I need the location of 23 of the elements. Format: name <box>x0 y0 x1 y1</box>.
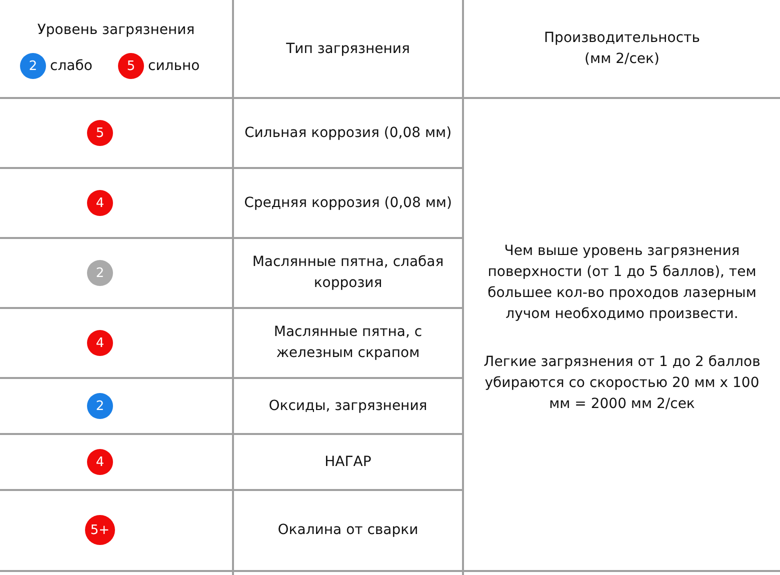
level-badge: 4 <box>87 190 113 216</box>
legend-label: слабо <box>50 57 92 76</box>
legend-label: сильно <box>148 57 200 76</box>
column-header: Тип загрязнения <box>285 40 411 58</box>
table-cell-text: НАГАР <box>324 452 372 472</box>
table-cell-text: Маслянные пятна, слабая коррозия <box>251 253 445 293</box>
level-badge: 4 <box>87 330 113 356</box>
column-header: Производительность (мм 2/сек) <box>543 29 701 69</box>
legend-badge: 5 <box>118 53 144 79</box>
table-cell-text: Маслянные пятна, с железным скрапом <box>272 323 424 363</box>
table-cell-text: Средняя коррозия (0,08 мм) <box>243 194 453 212</box>
level-badge: 2 <box>87 393 113 419</box>
level-badge: 4 <box>87 449 113 475</box>
table-cell-text: Оксиды, загрязнения <box>268 396 428 416</box>
note-paragraph: Легкие загрязнения от 1 до 2 баллов убираются со скоростью 20 мм х 100 мм = 2000 мм 2/сек <box>482 352 762 414</box>
column-header: Уровень загрязнения <box>36 20 196 40</box>
table-cell-text: Окалина от сварки <box>276 520 420 540</box>
legend-badge: 2 <box>20 53 46 79</box>
level-badge: 5+ <box>85 515 115 545</box>
level-badge: 5 <box>87 120 113 146</box>
level-badge: 2 <box>87 260 113 286</box>
note-paragraph: Чем выше уровень загрязнения поверхности (от 1 до 5 баллов), тем большее кол-во проходов лазерным лучом необходимо произвести. <box>486 242 758 324</box>
table-cell-text: Сильная коррозия (0,08 мм) <box>243 124 453 142</box>
